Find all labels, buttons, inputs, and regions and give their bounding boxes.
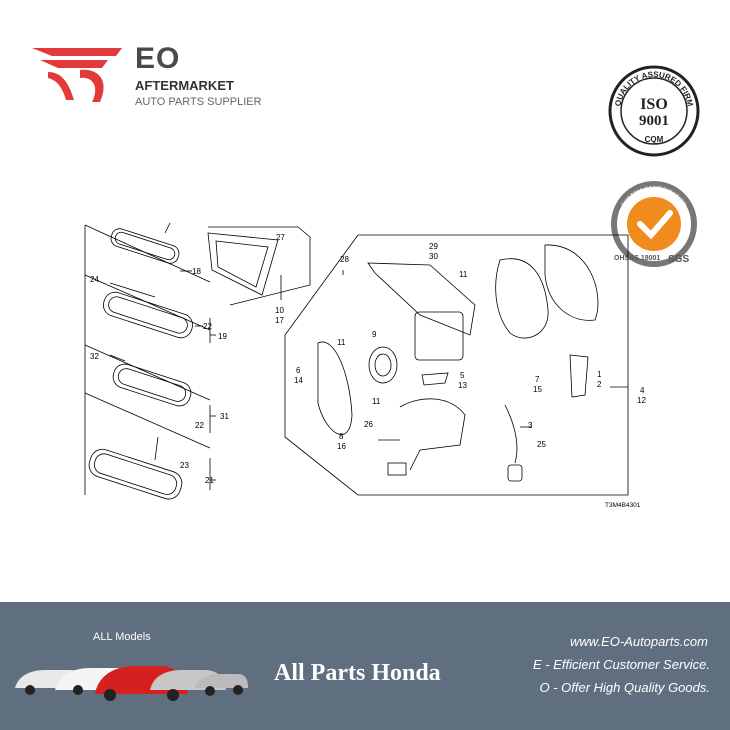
callout-7: 7	[535, 375, 540, 384]
callout-17: 17	[275, 316, 284, 325]
callout-25: 25	[537, 440, 546, 449]
callout-22-lower: 22	[195, 421, 204, 430]
callout-19: 19	[218, 332, 227, 341]
callout-2: 2	[597, 380, 602, 389]
mirror-parts-diagram: 18 24 22 19 32 31 22 23 21 27 10 17 28 2…	[84, 222, 646, 509]
callout-13: 13	[458, 381, 467, 390]
callout-14: 14	[294, 376, 303, 385]
callout-27: 27	[276, 233, 285, 242]
brand-name: EO	[135, 42, 181, 75]
brand-line2: AUTO PARTS SUPPLIER	[135, 96, 262, 108]
callout-4: 4	[640, 386, 645, 395]
callout-29: 29	[429, 242, 438, 251]
footer-banner	[0, 602, 730, 730]
iso-line1: ISO	[640, 96, 668, 113]
callout-18: 18	[192, 267, 201, 276]
callout-30: 30	[429, 252, 438, 261]
iso-mark: CQM	[645, 135, 664, 144]
callout-5: 5	[460, 371, 465, 380]
slogan-offer: O - Offer High Quality Goods.	[539, 680, 710, 695]
models-label: ALL Models	[93, 631, 151, 643]
iso-line2: 9001	[639, 113, 669, 129]
callout-11-low: 11	[372, 397, 381, 406]
callout-24: 24	[90, 275, 99, 284]
callout-8: 8	[339, 432, 344, 441]
eo-logo-icon	[32, 48, 122, 102]
callout-3: 3	[528, 421, 533, 430]
slogan-efficient: E - Efficient Customer Service.	[533, 657, 710, 672]
callout-15: 15	[533, 385, 542, 394]
brand-line1: AFTERMARKET	[135, 78, 234, 93]
callout-6: 6	[296, 366, 301, 375]
diagram-linework	[84, 222, 629, 500]
header: EO AFTERMARKET AUTO PARTS SUPPLIER QUALI…	[0, 0, 730, 267]
callout-26: 26	[364, 420, 373, 429]
callout-23: 23	[180, 461, 189, 470]
iso-9001-seal-icon: QUALITY ASSURED FIRM ISO 9001 CQM	[608, 65, 700, 157]
callout-28: 28	[340, 255, 349, 264]
sgs-certification-seal-icon: SYSTEM CERTIFICATION OHSAS 18001 SGS	[611, 181, 697, 267]
footer-title: All Parts Honda	[274, 660, 441, 686]
callout-10: 10	[275, 306, 284, 315]
callout-31: 31	[220, 412, 229, 421]
website-url[interactable]: www.EO-Autoparts.com	[570, 634, 708, 649]
callout-11-top: 11	[459, 270, 468, 279]
callout-16: 16	[337, 442, 346, 451]
callout-21: 21	[205, 476, 214, 485]
callout-22-upper: 22	[203, 322, 212, 331]
callout-12: 12	[637, 396, 646, 405]
car-lineup-icon	[15, 666, 248, 701]
callout-1: 1	[597, 370, 602, 379]
sgs-side-text: OHSAS 18001	[614, 255, 660, 262]
callout-11-mid: 11	[337, 338, 346, 347]
callout-32: 32	[90, 352, 99, 361]
drawing-code: T3M4B4301	[605, 502, 641, 509]
callout-9: 9	[372, 330, 377, 339]
callout-numbers: 18 24 22 19 32 31 22 23 21 27 10 17 28 2…	[90, 233, 646, 509]
sgs-mark: SGS	[668, 254, 689, 265]
